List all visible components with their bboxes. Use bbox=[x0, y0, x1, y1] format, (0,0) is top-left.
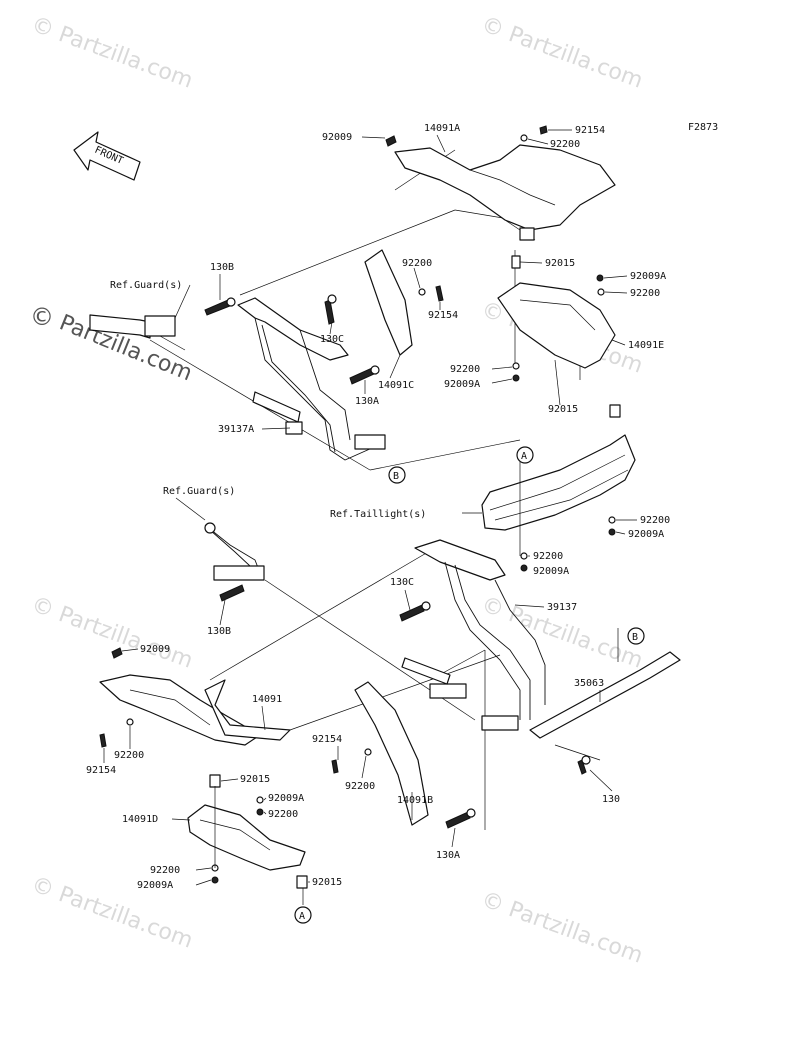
ref-guard-bottom bbox=[204, 522, 265, 602]
part-label: 130C bbox=[320, 334, 344, 345]
part-labels: 92009 14091A 92154 92200 92015 92009A 92… bbox=[86, 123, 670, 891]
bolt-130A-bottom bbox=[445, 808, 476, 829]
part-label: 92200 bbox=[114, 750, 144, 761]
part-label: 92015 bbox=[548, 404, 578, 415]
part-label: 14091D bbox=[122, 814, 158, 825]
part-label: 92200 bbox=[630, 288, 660, 299]
part-label: 92200 bbox=[550, 139, 580, 150]
svg-text:B: B bbox=[632, 632, 638, 643]
part-label: 92154 bbox=[428, 310, 458, 321]
part-label: 92015 bbox=[545, 258, 575, 269]
part-label: 14091B bbox=[397, 795, 433, 806]
taillight-assembly bbox=[481, 434, 636, 572]
callout-a-bottom: A bbox=[294, 906, 312, 924]
fasteners-top bbox=[204, 125, 621, 418]
part-label: 92009A bbox=[630, 271, 666, 282]
part-label: 130A bbox=[355, 396, 379, 407]
part-label: 92200 bbox=[533, 551, 563, 562]
label-leaders bbox=[103, 129, 637, 886]
watermark-copyright: © bbox=[30, 303, 54, 331]
part-label: 130A bbox=[436, 850, 460, 861]
part-label: 14091A bbox=[424, 123, 460, 134]
part-label: 39137 bbox=[547, 602, 577, 613]
part-label: 92009 bbox=[140, 644, 170, 655]
ref-guard-label-top: Ref.Guard(s) bbox=[110, 280, 182, 291]
part-label: 92200 bbox=[640, 515, 670, 526]
part-label: 92009A bbox=[268, 793, 304, 804]
watermark: © Partzilla.com bbox=[28, 12, 196, 94]
callout-b-top: B bbox=[388, 466, 406, 484]
watermark: © Partzilla.com bbox=[28, 592, 196, 674]
ref-guard-top bbox=[89, 314, 186, 351]
part-label: 92200 bbox=[450, 364, 480, 375]
panel-14091C bbox=[364, 249, 413, 356]
svg-text:A: A bbox=[299, 911, 305, 922]
callout-b-bottom: B bbox=[627, 627, 645, 645]
part-label: 92154 bbox=[575, 125, 605, 136]
part-label: 92009A bbox=[444, 379, 480, 390]
part-label: 92009A bbox=[628, 529, 664, 540]
part-label: 92154 bbox=[86, 765, 116, 776]
part-label: 92009A bbox=[533, 566, 569, 577]
rod-35063 bbox=[529, 651, 681, 775]
part-label: 92200 bbox=[402, 258, 432, 269]
watermark: © Partzilla.com bbox=[478, 12, 646, 94]
bracket-39137 bbox=[399, 539, 546, 731]
cover-14091A bbox=[394, 144, 616, 241]
front-arrow: FRONT bbox=[73, 131, 141, 181]
figure-code: F2873 bbox=[688, 122, 718, 133]
part-label: 130C bbox=[390, 577, 414, 588]
part-label: 130B bbox=[207, 626, 231, 637]
part-label: 130 bbox=[602, 794, 620, 805]
part-label: 92200 bbox=[150, 865, 180, 876]
part-label: 35063 bbox=[574, 678, 604, 689]
callout-a-top: A bbox=[516, 446, 534, 464]
part-label: 92009 bbox=[322, 132, 352, 143]
ref-guard-label-bottom: Ref.Guard(s) bbox=[163, 486, 235, 497]
part-label: 14091 bbox=[252, 694, 282, 705]
part-label: 130B bbox=[210, 262, 234, 273]
panel-14091B bbox=[331, 681, 429, 826]
cover-14091D bbox=[187, 774, 308, 905]
svg-text:B: B bbox=[393, 471, 399, 482]
part-label: 14091E bbox=[628, 340, 664, 351]
cover-14091E bbox=[497, 282, 616, 369]
part-label: 39137A bbox=[218, 424, 254, 435]
bracket-39137A bbox=[237, 297, 386, 461]
ref-taillight-label: Ref.Taillight(s) bbox=[330, 509, 426, 520]
watermark: © Partzilla.com bbox=[478, 887, 646, 969]
part-label: 92200 bbox=[345, 781, 375, 792]
part-label: 92154 bbox=[312, 734, 342, 745]
svg-text:A: A bbox=[521, 451, 527, 462]
part-label: 92009A bbox=[137, 880, 173, 891]
part-label: 92200 bbox=[268, 809, 298, 820]
part-label: 14091C bbox=[378, 380, 414, 391]
part-label: 92015 bbox=[312, 877, 342, 888]
part-label: 92015 bbox=[240, 774, 270, 785]
cover-14091 bbox=[99, 647, 291, 748]
